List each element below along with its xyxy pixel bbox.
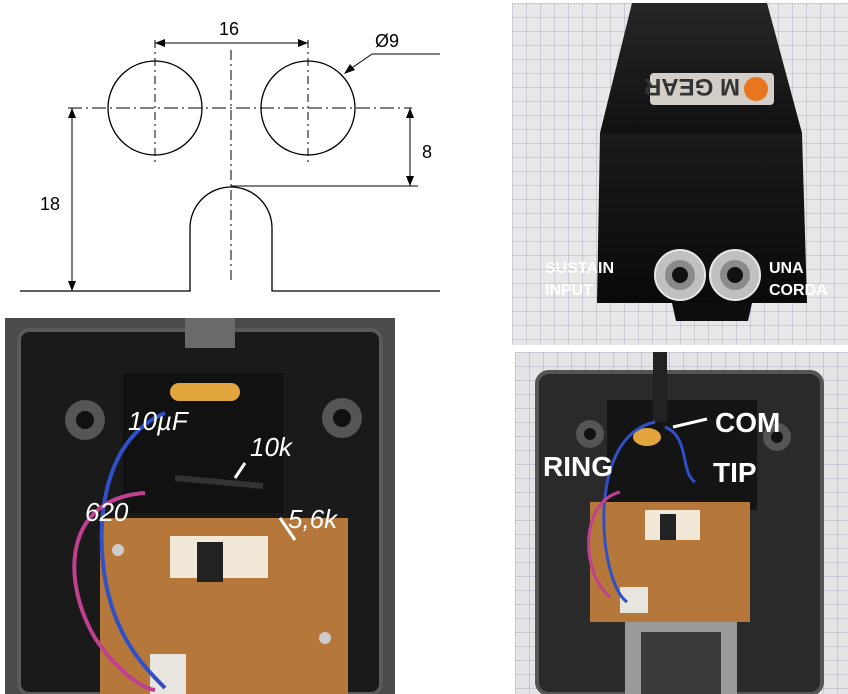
metal-bracket-gap: [641, 632, 721, 694]
pcb-screw-a: [112, 544, 124, 556]
cable-notch: [185, 318, 235, 348]
brand-badge-bg: [650, 73, 774, 105]
height-dimension: 18: [40, 194, 60, 214]
offset-arrow-top: [406, 108, 414, 118]
jack-left: [654, 249, 706, 301]
enclosure-photo: M GEAR SUSTAIN INPUT UNA CORDA: [512, 3, 848, 345]
spacing-arrow-right: [298, 39, 308, 47]
left-hole: [107, 60, 203, 156]
wiring-screw-left: [576, 420, 604, 448]
resistor-mark-a: [233, 462, 247, 479]
wiring-capacitor: [633, 428, 661, 446]
offset-arrow-bottom: [406, 176, 414, 186]
tip-label: TIP: [713, 457, 757, 488]
wiring-cavity: [607, 400, 757, 510]
connector: [150, 654, 186, 694]
resistor-body: [174, 475, 264, 489]
spacing-arrow-left: [155, 39, 165, 47]
com-pointer: [672, 417, 708, 429]
wiring-svg: COM TIP RING: [535, 352, 824, 694]
jack-right-label-1: UNA: [769, 260, 804, 277]
capacitor-body: [170, 383, 240, 401]
ring-label: RING: [543, 451, 613, 482]
screw-post-left: [65, 400, 105, 440]
brand-logo-icon: [744, 77, 768, 101]
resistor-mark-b: [278, 517, 297, 541]
height-arrow-bottom: [68, 281, 76, 291]
slot-outline: [20, 186, 440, 292]
jack-left-label-1: SUSTAIN: [545, 260, 614, 277]
capacitor-label: 10µF: [128, 406, 190, 436]
pink-wire: [72, 491, 156, 692]
wiring-blue-wire: [602, 420, 656, 604]
diameter-arrow: [344, 64, 355, 74]
wiring-photo: COM TIP RING: [515, 352, 848, 694]
wiring-blue-wire-b: [664, 425, 697, 484]
resistor-label-10k: 10k: [250, 432, 294, 462]
switch-lever: [197, 542, 223, 582]
jack-right: [709, 249, 761, 301]
height-arrow-top: [68, 108, 76, 118]
circuit-svg: 10µF 10k 620 5,6k: [5, 318, 395, 694]
enclosure-top: [600, 3, 802, 133]
pcb-screw-b: [319, 632, 331, 644]
jack-right-label-2: CORDA: [769, 282, 828, 299]
wiring-switch-lever: [660, 514, 676, 540]
offset-dimension: 8: [422, 142, 432, 162]
screw-post-right: [322, 398, 362, 438]
technical-drawing: 16 Ø9 8 18: [0, 0, 450, 300]
resistor-label-620: 620: [85, 497, 129, 527]
blue-wire: [99, 411, 167, 690]
com-label: COM: [715, 407, 780, 438]
spacing-dimension: 16: [219, 19, 239, 39]
wiring-pink-wire: [587, 490, 621, 599]
resistor-label-5-6k: 5,6k: [288, 504, 339, 534]
right-hole: [260, 60, 356, 156]
enclosure-svg: M GEAR SUSTAIN INPUT UNA CORDA: [545, 3, 828, 321]
wiring-screw-right: [763, 423, 791, 451]
brand-name: M GEAR: [644, 73, 740, 100]
drawing-svg: 16 Ø9 8 18: [20, 19, 440, 292]
circuit-photo: 10µF 10k 620 5,6k: [5, 318, 395, 694]
jack-left-label-2: INPUT: [545, 282, 593, 299]
brand-badge: M GEAR: [644, 73, 774, 105]
diameter-dimension: Ø9: [375, 31, 399, 51]
enclosure-foot: [672, 303, 752, 321]
